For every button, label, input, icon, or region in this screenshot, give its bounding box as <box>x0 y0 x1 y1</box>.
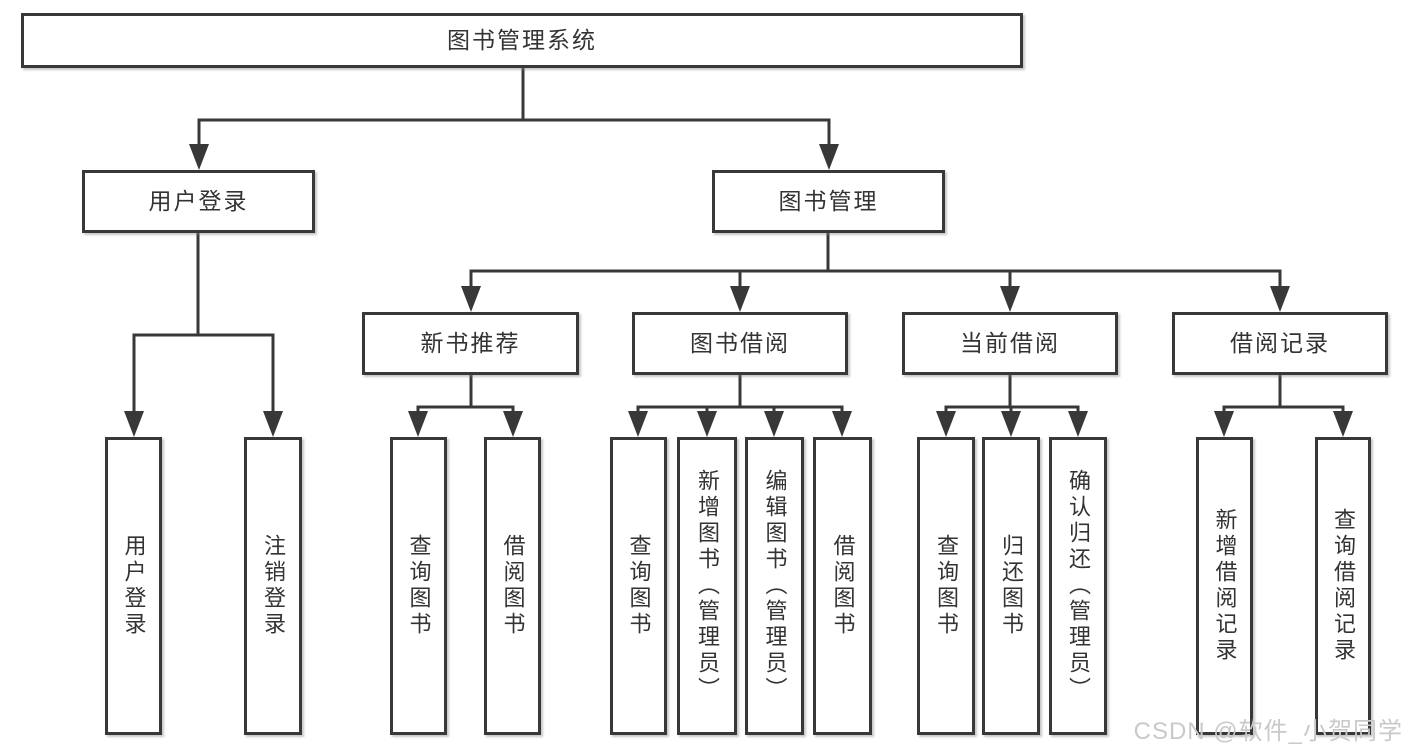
leaf-query-books-current: 查询图书 <box>917 437 975 735</box>
node-book-borrowing: 图书借阅 <box>632 312 848 375</box>
node-new-book-recommend-label: 新书推荐 <box>420 330 521 356</box>
leaf-user-login: 用户登录 <box>105 437 162 735</box>
leaf-return-books: 归还图书 <box>982 437 1040 735</box>
node-current-borrowing: 当前借阅 <box>902 312 1118 375</box>
leaf-edit-books-admin: 编辑图书（管理员） <box>745 437 804 735</box>
node-new-book-recommend: 新书推荐 <box>362 312 579 375</box>
leaf-borrow-books-recommend: 借阅图书 <box>484 437 541 735</box>
leaf-query-borrow-record: 查询借阅记录 <box>1315 437 1371 735</box>
leaf-user-login-label: 用户登录 <box>121 534 147 638</box>
leaf-query-books-recommend-label: 查询图书 <box>406 534 432 638</box>
leaf-query-books-borrowing-label: 查询图书 <box>626 534 652 638</box>
node-user-login-label: 用户登录 <box>148 188 249 214</box>
leaf-query-books-current-label: 查询图书 <box>934 534 959 638</box>
leaf-add-borrow-record-label: 新增借阅记录 <box>1212 508 1238 664</box>
leaf-logout: 注销登录 <box>244 437 302 735</box>
leaf-query-books-borrowing: 查询图书 <box>610 437 667 735</box>
node-borrow-records-label: 借阅记录 <box>1230 330 1330 356</box>
leaf-add-books-admin-label: 新增图书（管理员） <box>695 469 720 703</box>
leaf-add-borrow-record: 新增借阅记录 <box>1196 437 1253 735</box>
node-user-login: 用户登录 <box>82 170 315 233</box>
leaf-confirm-return-admin: 确认归还（管理员） <box>1049 437 1107 735</box>
leaf-logout-label: 注销登录 <box>261 534 286 638</box>
leaf-return-books-label: 归还图书 <box>999 534 1024 638</box>
leaf-borrow-books: 借阅图书 <box>813 437 872 735</box>
node-current-borrowing-label: 当前借阅 <box>960 330 1060 356</box>
leaf-borrow-books-label: 借阅图书 <box>830 534 856 638</box>
leaf-add-books-admin: 新增图书（管理员） <box>677 437 737 735</box>
leaf-confirm-return-admin-label: 确认归还（管理员） <box>1066 469 1091 703</box>
node-root-label: 图书管理系统 <box>447 27 597 53</box>
leaf-edit-books-admin-label: 编辑图书（管理员） <box>762 469 788 703</box>
node-book-management-label: 图书管理 <box>778 188 879 214</box>
node-root-system: 图书管理系统 <box>21 13 1023 68</box>
node-borrow-records: 借阅记录 <box>1172 312 1388 375</box>
leaf-borrow-books-recommend-label: 借阅图书 <box>500 534 526 638</box>
node-book-management: 图书管理 <box>712 170 945 233</box>
node-book-borrowing-label: 图书借阅 <box>690 330 790 356</box>
leaf-query-borrow-record-label: 查询借阅记录 <box>1331 508 1356 664</box>
csdn-watermark: CSDN @软件_小贺同学 <box>1133 718 1403 746</box>
leaf-query-books-recommend: 查询图书 <box>390 437 447 735</box>
